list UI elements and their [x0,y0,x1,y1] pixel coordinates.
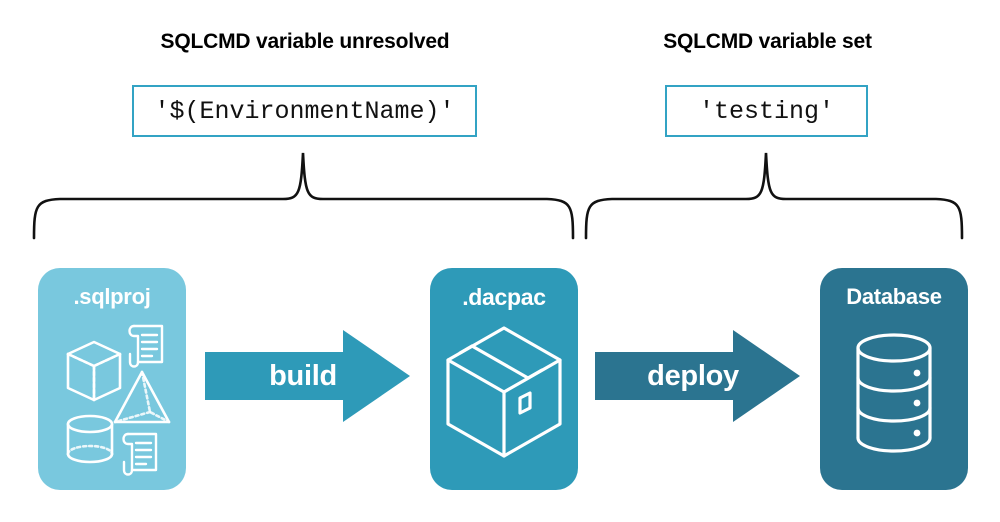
value-box-unresolved: '$(EnvironmentName)' [132,85,477,137]
scroll-icon-top [128,324,164,368]
stage-sqlproj-label: .sqlproj [73,284,151,309]
project-shapes-icon [66,324,171,476]
package-box-icon [446,326,562,458]
arrow-build-shape [205,330,410,422]
arrow-build: build [205,330,410,422]
stage-database-label: Database [846,284,942,309]
heading-sqlcmd-variable-unresolved: SQLCMD variable unresolved [160,30,450,53]
scroll-icon-bottom [122,432,158,476]
status-dot [913,369,921,377]
value-box-set: 'testing' [665,85,868,137]
status-dot [913,399,921,407]
stage-database: Database [820,268,968,490]
arrow-deploy-shape [595,330,800,422]
database-cylinder-icon [856,333,932,453]
right-curly-brace [584,152,964,240]
heading-sqlcmd-variable-set: SQLCMD variable set [663,30,872,53]
stage-dacpac-label: .dacpac [462,284,546,310]
status-dot [913,429,921,437]
stage-dacpac: .dacpac [430,268,578,490]
left-curly-brace [32,152,575,240]
arrow-deploy: deploy [595,330,800,422]
stage-sqlproj: .sqlproj [38,268,186,490]
